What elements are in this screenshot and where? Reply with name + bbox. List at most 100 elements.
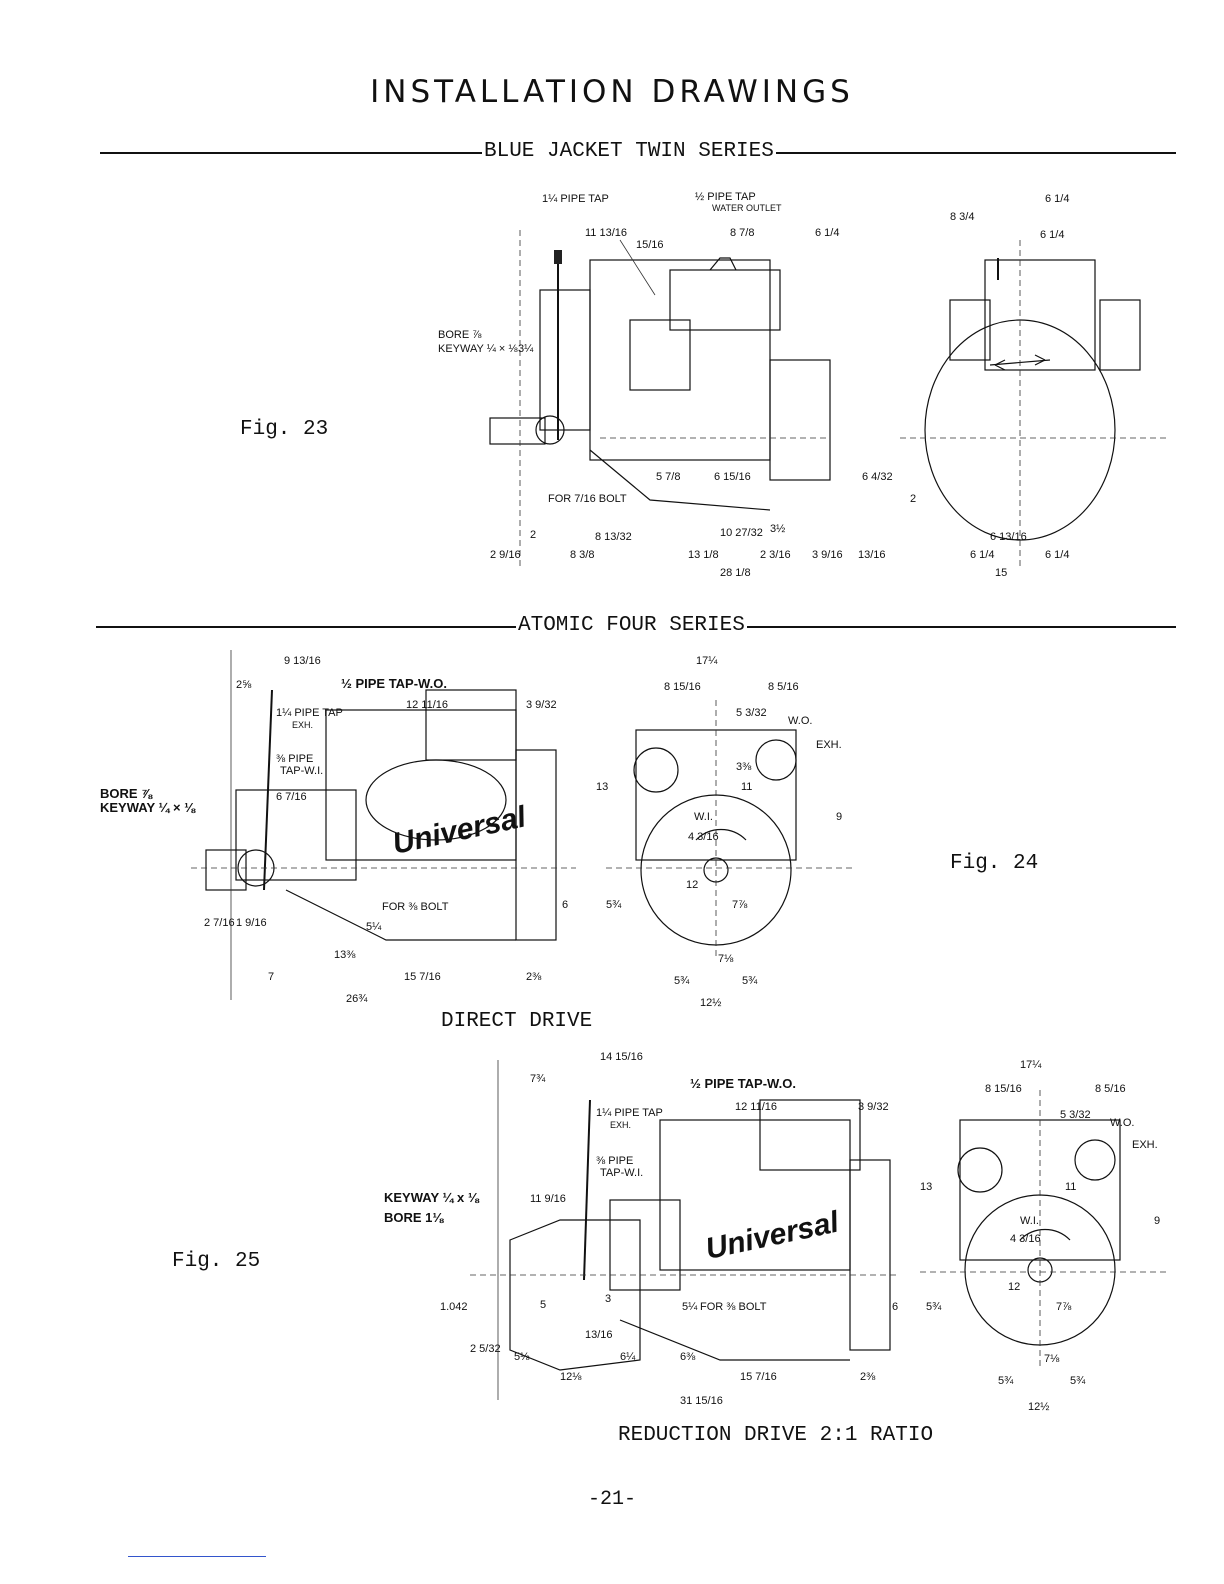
dim: 6 1/4: [970, 549, 994, 561]
dim: 8 3/4: [950, 211, 974, 223]
fig-24-label-pipe-wi: ⅜ PIPE: [276, 753, 313, 765]
section-title-atomic-four: ATOMIC FOUR SERIES: [516, 614, 747, 637]
fig-25-label-exh: EXH.: [610, 1120, 631, 1130]
fig-25-label-for-bolt: FOR ⅜ BOLT: [700, 1301, 767, 1313]
dim: 11 9/16: [530, 1193, 566, 1205]
page-number: -21-: [587, 1488, 636, 1511]
dim: 5 3/32: [1060, 1109, 1091, 1121]
dim: 9: [836, 811, 842, 823]
fig-24-end-view: [606, 700, 856, 960]
dim: 15: [995, 567, 1007, 579]
dim: 15/16: [636, 239, 664, 251]
dim: 12: [686, 879, 698, 891]
dim: 15 7/16: [404, 971, 441, 983]
dim: 6 1/4: [815, 227, 839, 239]
fig-24-label-exh2: EXH.: [816, 739, 842, 751]
dim: 5: [540, 1299, 546, 1311]
dim: 2 3/16: [760, 549, 791, 561]
dim: 11: [741, 781, 752, 793]
dim: 8 13/32: [595, 531, 632, 543]
fig-23-end-view: [900, 240, 1170, 570]
dim: 6 1/4: [1045, 193, 1069, 205]
fig-25-caption: REDUCTION DRIVE 2:1 RATIO: [618, 1424, 934, 1447]
dim: 11 13/16: [585, 227, 627, 239]
dim: 13: [596, 781, 608, 793]
dim: 3 9/32: [858, 1101, 889, 1113]
fig-25-end-view: [920, 1090, 1170, 1370]
dim: 5¾: [606, 899, 622, 911]
fig-25-label-pipe-tap-exh: 1¼ PIPE TAP: [596, 1107, 663, 1119]
dim: 2⅝: [236, 679, 252, 691]
dim: 26¾: [346, 993, 368, 1005]
dim: 5¾: [742, 975, 758, 987]
dim: 13/16: [585, 1329, 613, 1341]
fig-24-label-for-bolt: FOR ⅜ BOLT: [382, 901, 449, 913]
fig-23-label-keyway: KEYWAY ¼ × ⅛: [438, 343, 518, 355]
dim: 3⅜: [736, 761, 752, 773]
dim: 12 11/16: [406, 699, 448, 711]
dim: 6⅜: [680, 1351, 696, 1363]
dim: 5¾: [674, 975, 690, 987]
dim: 2 7/16: [204, 917, 235, 929]
fig-25-side-view: [470, 1060, 900, 1400]
dim: 8 15/16: [985, 1083, 1022, 1095]
dim: 7: [268, 971, 274, 983]
fig-23-side-view: [489, 230, 831, 570]
fig-24-label-keyway: KEYWAY ¼ × ⅛: [100, 800, 196, 815]
fig-25-brand-logo: Universal: [703, 1205, 843, 1266]
dim: 12½: [700, 997, 721, 1009]
dim: 5¾: [926, 1301, 942, 1313]
fig-25-label-pipe-tap-wo: ½ PIPE TAP-W.O.: [690, 1076, 796, 1091]
dim: 6¼: [620, 1351, 636, 1363]
dim: 8 5/16: [768, 681, 799, 693]
fig-24-caption: DIRECT DRIVE: [441, 1010, 593, 1033]
dim: 6 1/4: [1045, 549, 1069, 561]
dim: 31 15/16: [680, 1395, 723, 1407]
fig-23-label-pipe-tap-1: 1¼ PIPE TAP: [542, 193, 609, 205]
dim: 8 15/16: [664, 681, 701, 693]
dim: 6 15/16: [714, 471, 751, 483]
dim: 5¼: [366, 921, 382, 933]
dim: 6 4/32: [862, 471, 893, 483]
fig-25-label: Fig. 25: [172, 1250, 261, 1273]
dim: 7⅛: [1044, 1353, 1060, 1365]
fig-24-label-exh: EXH.: [292, 720, 313, 730]
fig-23-drawing: 1¼ PIPE TAP ½ PIPE TAP WATER OUTLET BORE…: [438, 191, 1170, 579]
dim: 15 7/16: [740, 1371, 777, 1383]
dim: 6 13/16: [990, 531, 1027, 543]
dim: 2⅜: [526, 971, 542, 983]
dim: 5⅛: [514, 1351, 530, 1363]
dim: 9: [1154, 1215, 1160, 1227]
dim: 28 1/8: [720, 567, 751, 579]
dim: 13: [920, 1181, 932, 1193]
dim: 8 3/8: [570, 549, 594, 561]
fig-23-label-pipe-tap-2: ½ PIPE TAP: [695, 191, 756, 203]
dim: 9 13/16: [284, 655, 321, 667]
dim: 8 5/16: [1095, 1083, 1126, 1095]
page-title: INSTALLATION DRAWINGS: [370, 74, 854, 110]
dim: 10 27/32: [720, 527, 763, 539]
fig-24-label-wi: W.I.: [694, 811, 713, 823]
dim: 5 7/8: [656, 471, 680, 483]
dim: 6: [562, 899, 568, 911]
dim: 17¼: [696, 655, 718, 667]
fig-25-label-pipe-wi: ⅜ PIPE: [596, 1155, 633, 1167]
dim: 12: [1008, 1281, 1020, 1293]
dim: 6: [892, 1301, 898, 1313]
fig-24-label-wo: W.O.: [788, 715, 812, 727]
dim: 17¼: [1020, 1059, 1042, 1071]
dim: 1 9/16: [236, 917, 267, 929]
dim: 6 7/16: [276, 791, 307, 803]
fig-24-label: Fig. 24: [950, 852, 1039, 875]
dim: 13⅜: [334, 949, 356, 961]
fig-24-label-bore: BORE ⅞: [100, 786, 153, 801]
dim: 7¾: [530, 1073, 546, 1085]
dim: 4 3/16: [1010, 1233, 1041, 1245]
dim: 7⅞: [732, 899, 748, 911]
dim: 4 3/16: [688, 831, 719, 843]
dim: 3½: [770, 523, 785, 535]
section-title-blue-jacket: BLUE JACKET TWIN SERIES: [482, 140, 776, 163]
dim: 6 1/4: [1040, 229, 1064, 241]
dim: 2⅜: [860, 1371, 876, 1383]
dim: 14 15/16: [600, 1051, 643, 1063]
